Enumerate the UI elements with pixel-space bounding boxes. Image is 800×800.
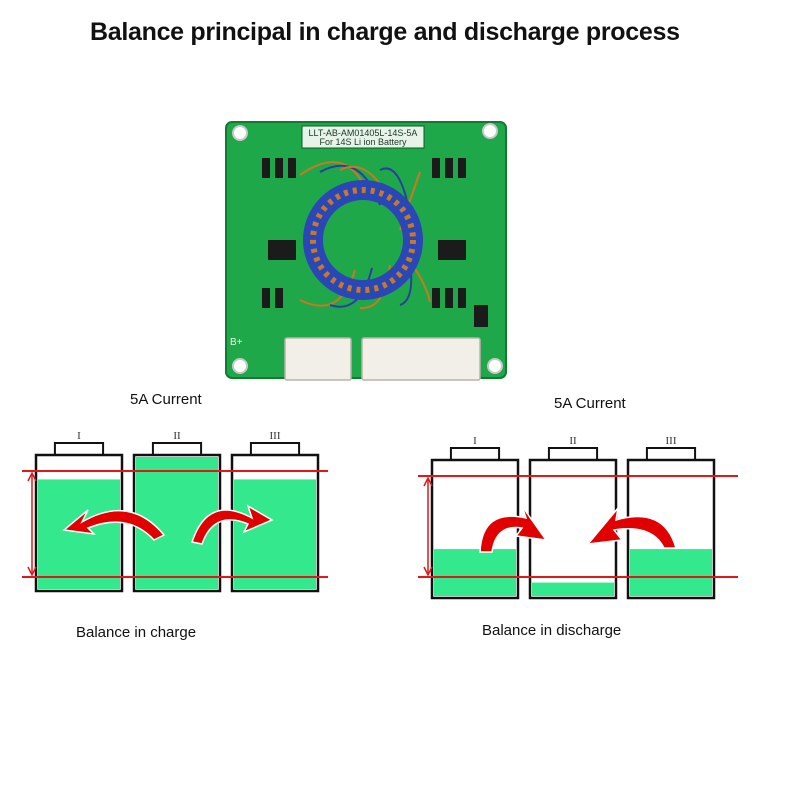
battery-cell-3: III	[230, 430, 320, 593]
battery-charge-level	[630, 549, 712, 596]
battery-charge-level	[434, 549, 516, 596]
battery-charge-level	[38, 479, 120, 589]
cell-roman-label: II	[173, 430, 181, 442]
mount-hole	[232, 358, 248, 374]
arrow-curved-right	[479, 505, 548, 553]
mount-hole	[487, 358, 503, 374]
discharge-caption: Balance in discharge	[482, 622, 622, 639]
charge-current-label: 5A Current	[130, 391, 202, 408]
balancer-board	[225, 121, 507, 381]
cell-roman-label: III	[666, 435, 677, 447]
mount-hole	[232, 125, 248, 141]
cell-roman-label: II	[569, 435, 577, 447]
board-spec-label: For 14S Li ion Battery	[319, 137, 407, 147]
charge-caption: Balance in charge	[76, 624, 197, 641]
connector-large	[361, 337, 481, 381]
arrow-curved-left	[586, 505, 677, 549]
board-model-label: LLT-AB-AM01405L-14S-5A	[309, 128, 418, 138]
arrow-curved-left	[62, 509, 166, 541]
connector-small	[284, 337, 352, 381]
mount-hole	[482, 123, 498, 139]
battery-charge-level	[234, 479, 316, 589]
page-title: Balance principal in charge and discharg…	[90, 18, 680, 46]
battery-charge-level	[532, 582, 614, 596]
battery-cell-2: II	[132, 430, 222, 593]
arrow-curved-right	[191, 504, 274, 545]
discharge-current-label: 5A Current	[554, 395, 626, 412]
bplus-label: B+	[230, 337, 243, 348]
battery-cell-2: II	[528, 435, 618, 600]
battery-cell-1: I	[34, 430, 124, 593]
cell-roman-label: I	[77, 430, 81, 442]
cell-roman-label: I	[473, 435, 477, 447]
cell-roman-label: III	[270, 430, 281, 442]
